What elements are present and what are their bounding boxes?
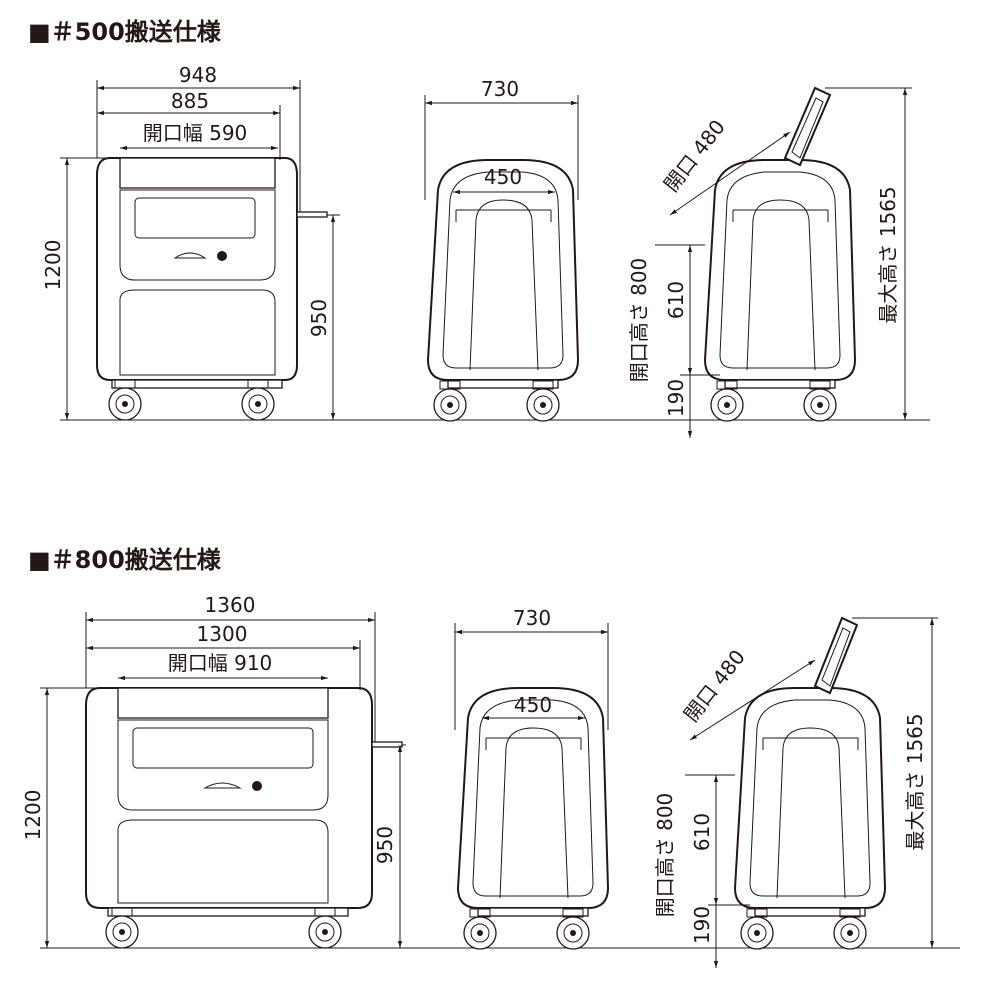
dim-opening-height: 開口高さ 800 bbox=[627, 258, 651, 383]
dim-upper: 610 bbox=[690, 813, 714, 851]
dim-depth: 730 bbox=[481, 77, 519, 101]
dim-width-outer: 948 bbox=[179, 63, 217, 87]
dim-handle-width: 450 bbox=[484, 165, 522, 189]
dim-lower: 190 bbox=[664, 379, 688, 417]
dim-width-outer: 1360 bbox=[205, 593, 256, 617]
dim-width-body: 1300 bbox=[197, 622, 248, 646]
dim-handle-height: 950 bbox=[307, 299, 331, 337]
dim-opening-width: 開口幅 910 bbox=[168, 651, 273, 675]
dim-opening-width: 開口幅 590 bbox=[143, 121, 248, 145]
side-view bbox=[458, 688, 608, 949]
dim-max-height: 最大高さ 1565 bbox=[903, 713, 927, 850]
dim-upper: 610 bbox=[664, 281, 688, 319]
side-view bbox=[428, 160, 578, 421]
dim-width-body: 885 bbox=[171, 89, 209, 113]
dim-opening-height: 開口高さ 800 bbox=[653, 793, 677, 918]
dim-lower: 190 bbox=[690, 906, 714, 944]
dim-opening: 開口 480 bbox=[679, 645, 750, 726]
section-500: ■＃500搬送仕様 948 885 開口幅 590 1200 950 730 4… bbox=[28, 18, 930, 438]
dim-depth: 730 bbox=[513, 606, 551, 630]
dim-height: 1200 bbox=[21, 790, 45, 841]
front-view bbox=[85, 687, 403, 949]
dim-handle-width: 450 bbox=[514, 693, 552, 717]
dim-handle-height: 950 bbox=[373, 826, 397, 864]
section-title: ■＃500搬送仕様 bbox=[28, 18, 222, 46]
open-lid-view bbox=[735, 616, 885, 949]
section-800: ■＃800搬送仕様 1360 1300 開口幅 910 1200 950 730… bbox=[21, 546, 960, 968]
dim-max-height: 最大高さ 1565 bbox=[876, 186, 900, 323]
section-title: ■＃800搬送仕様 bbox=[28, 546, 222, 574]
dim-height: 1200 bbox=[41, 240, 65, 291]
open-lid-view bbox=[705, 86, 855, 421]
front-view bbox=[96, 157, 328, 421]
